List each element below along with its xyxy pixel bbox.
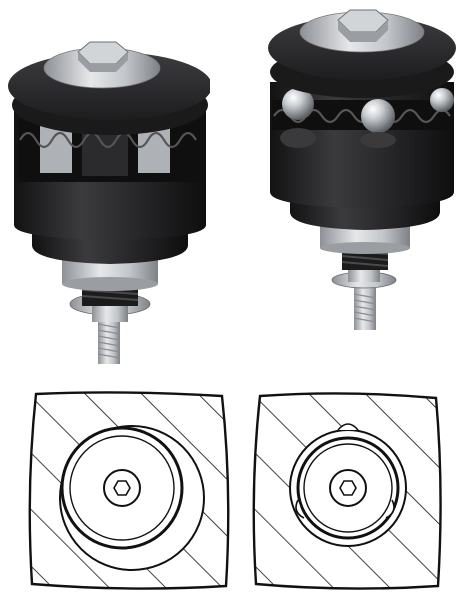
bolt-circle (103, 469, 141, 507)
hex-socket-icon (339, 480, 357, 496)
bolt-circle (329, 469, 367, 507)
segment-clamp-section-drawing (28, 391, 230, 590)
clamping-ball (361, 99, 395, 133)
threaded-stud (353, 288, 377, 330)
ball-clamp-section-drawing (252, 392, 442, 590)
spring-coil (19, 131, 197, 149)
clamping-ball (430, 88, 454, 112)
hex-bolt-head (77, 41, 129, 72)
ball-contacts (295, 423, 395, 519)
lower-nut (92, 306, 128, 322)
washer-circle (69, 435, 175, 541)
lower-nut (348, 268, 380, 282)
ball-clamp-photo (268, 9, 456, 330)
hex-bolt-head (337, 9, 389, 42)
segment-clamp-photo (8, 41, 210, 364)
washer-circle (303, 443, 393, 533)
hex-socket-icon (113, 480, 131, 496)
threaded-stud (97, 318, 121, 364)
clamping-ball (282, 88, 314, 120)
steel-base-ring (320, 226, 410, 248)
ball-groove (272, 88, 454, 148)
